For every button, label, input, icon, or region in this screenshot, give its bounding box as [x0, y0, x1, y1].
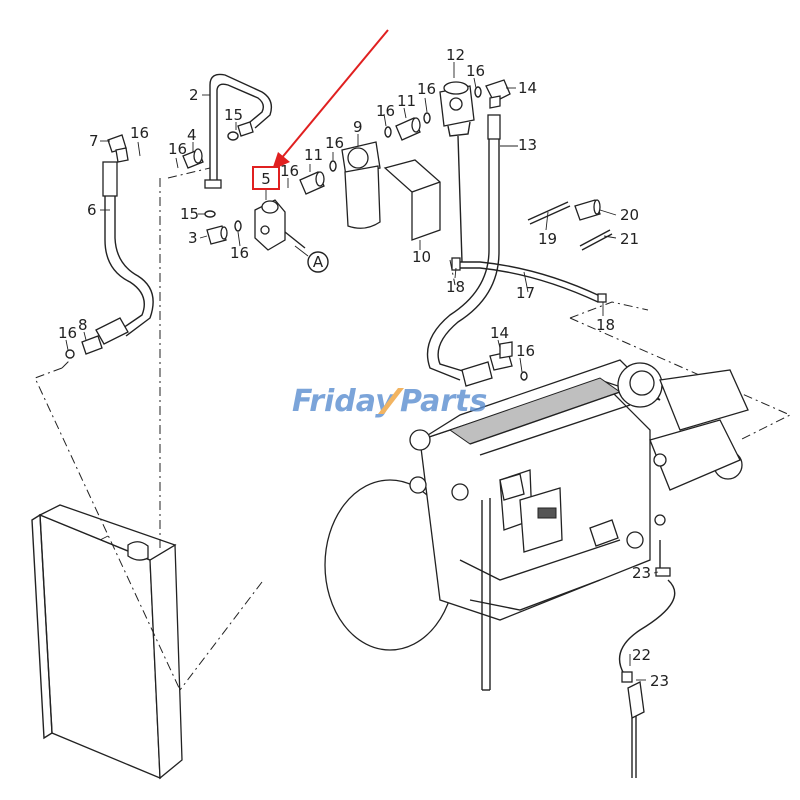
fitting-11-left	[299, 171, 325, 195]
elbow-14-mid	[489, 341, 513, 371]
oring-15-mid	[204, 210, 216, 218]
dashed-connections	[34, 167, 792, 691]
watermark-part2: Parts	[400, 384, 487, 419]
hose-13	[426, 114, 501, 387]
marker-A: A	[294, 245, 329, 273]
callout-labels: 2 15 7 16 4 16 16 11 16 9 12 16 14 16 11…	[58, 46, 669, 690]
callout-7: 7	[89, 132, 99, 150]
highlight: 5	[252, 29, 389, 190]
callout-21: 21	[620, 230, 639, 248]
callout-4: 4	[187, 126, 197, 144]
valve-block-5	[254, 199, 306, 251]
callout-5: 5	[261, 170, 271, 188]
oring-15-top	[227, 131, 239, 141]
marker-A-label: A	[313, 253, 324, 271]
callout-9: 9	[353, 118, 363, 136]
oring-16-valve	[474, 86, 482, 98]
nut-15	[237, 121, 254, 137]
pipe-2	[204, 73, 273, 189]
callout-13: 13	[518, 136, 537, 154]
fitting-3	[206, 225, 228, 245]
fitting-7	[107, 134, 129, 163]
leader-lines	[65, 62, 659, 681]
callout-11-b: 11	[397, 92, 416, 110]
callout-16-a: 16	[130, 124, 149, 142]
fitting-8	[81, 335, 103, 355]
sleeve-20	[574, 199, 601, 221]
highlight-box	[252, 166, 280, 190]
fitting-11-right	[395, 117, 421, 141]
elbow-14-top	[485, 79, 511, 109]
callout-3: 3	[188, 229, 198, 247]
callout-16-b: 16	[168, 140, 187, 158]
sensor-line-22	[618, 540, 676, 778]
callout-16-c: 16	[280, 162, 299, 180]
callout-16-f: 16	[417, 80, 436, 98]
watermark-slash	[378, 388, 404, 414]
callout-22: 22	[632, 646, 651, 664]
callout-15-mid: 15	[180, 205, 199, 223]
valve-12	[439, 81, 475, 263]
callout-20: 20	[620, 206, 639, 224]
callout-23-b: 23	[650, 672, 669, 690]
oring-16-mid	[234, 220, 242, 232]
hose-6	[95, 161, 154, 345]
oring-16-top	[423, 112, 431, 124]
callout-14-top: 14	[518, 79, 537, 97]
callout-16-g: 16	[376, 102, 395, 120]
callout-17: 17	[516, 284, 535, 302]
bracket-10	[383, 159, 441, 241]
oring-16-filter	[329, 160, 337, 172]
callout-18-b: 18	[596, 316, 615, 334]
oring-16-mid-r	[520, 371, 528, 381]
cable-tie-21	[579, 229, 613, 251]
callout-23-a: 23	[632, 564, 651, 582]
engine	[324, 359, 749, 691]
cable-tie-19	[527, 201, 571, 225]
highlight-arrow	[279, 29, 389, 161]
callout-18-a: 18	[446, 278, 465, 296]
oring-16-left	[65, 349, 75, 359]
highlight-arrowhead	[272, 152, 290, 170]
callout-11-a: 11	[304, 146, 323, 164]
watermark: Friday Parts	[292, 384, 487, 419]
callout-16-h: 16	[230, 244, 249, 262]
callout-2: 2	[189, 86, 199, 104]
callout-16-j: 16	[516, 342, 535, 360]
tube-17	[451, 257, 607, 303]
callout-12: 12	[446, 46, 465, 64]
callout-6: 6	[87, 201, 97, 219]
oring-16-filter-r	[384, 126, 392, 138]
callout-16-d: 16	[325, 134, 344, 152]
callout-8: 8	[78, 316, 88, 334]
radiator	[31, 504, 183, 780]
callout-15-top: 15	[224, 106, 243, 124]
callout-19: 19	[538, 230, 557, 248]
callout-16-e: 16	[466, 62, 485, 80]
callout-10: 10	[412, 248, 431, 266]
callout-16-i: 16	[58, 324, 77, 342]
filter-9	[341, 141, 381, 229]
callout-14-mid: 14	[490, 324, 509, 342]
